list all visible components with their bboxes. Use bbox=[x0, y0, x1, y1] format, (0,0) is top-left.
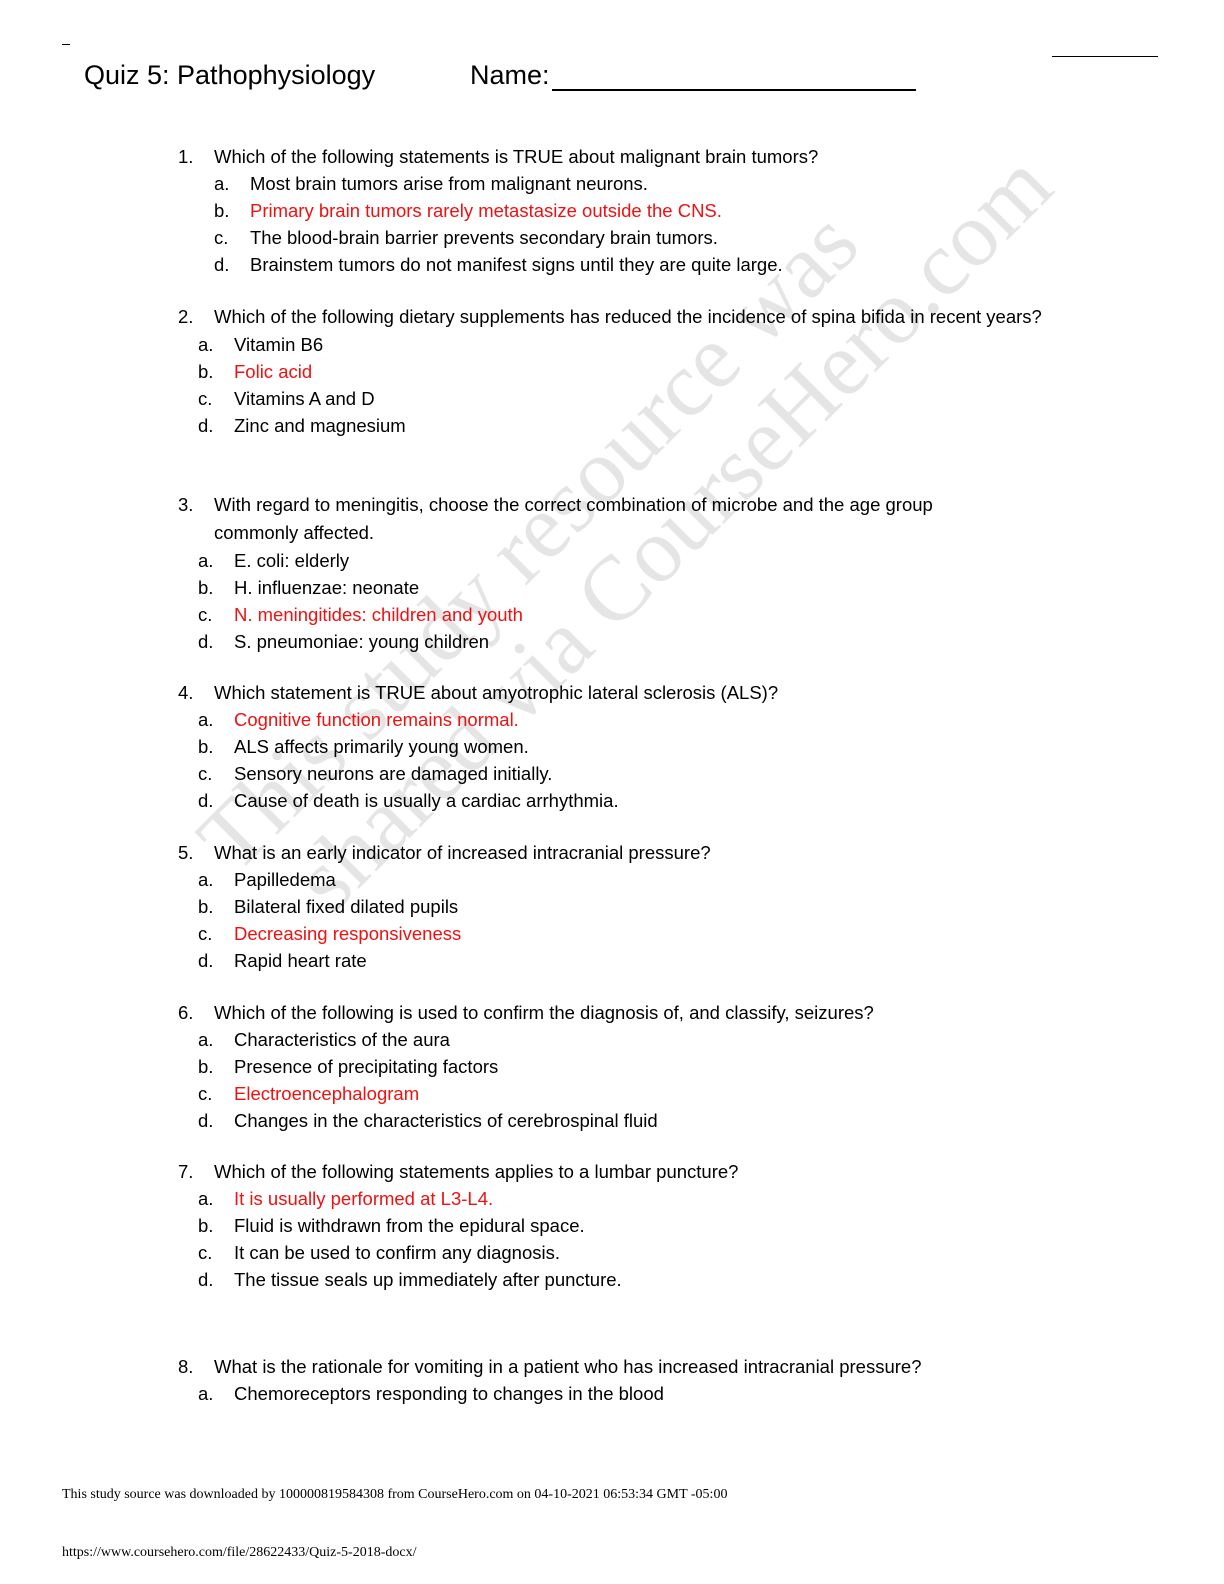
source-url[interactable]: https://www.coursehero.com/file/28622433… bbox=[62, 1545, 417, 1560]
correct-answer: Primary brain tumors rarely metastasize … bbox=[250, 200, 722, 221]
question-6: 6. Which of the following is used to conf… bbox=[178, 999, 874, 1134]
question-number: 7. bbox=[178, 1161, 194, 1182]
correct-answer: N. meningitides: children and youth bbox=[234, 604, 523, 625]
header-rule bbox=[1052, 56, 1158, 57]
correct-answer: It is usually performed at L3-L4. bbox=[234, 1188, 494, 1209]
option-4a-correct: a.Cognitive function remains normal. bbox=[178, 706, 778, 733]
question-1: 1. Which of the following statements is T… bbox=[178, 143, 818, 278]
option-2d: d.Zinc and magnesium bbox=[198, 415, 406, 436]
question-2: 2. Which of the following dietary supplem… bbox=[178, 303, 1064, 439]
option-6b: b.Presence of precipitating factors bbox=[198, 1056, 499, 1077]
option-4d: d.Cause of death is usually a cardiac ar… bbox=[198, 790, 619, 811]
option-3a: a.E. coli: elderly bbox=[198, 550, 350, 571]
option-7b: b.Fluid is withdrawn from the epidural s… bbox=[198, 1215, 585, 1236]
option-4c: c.Sensory neurons are damaged initially. bbox=[198, 763, 553, 784]
correct-answer: Electroencephalogram bbox=[234, 1083, 420, 1104]
correct-answer: Decreasing responsiveness bbox=[234, 923, 462, 944]
option-7c: c.It can be used to confirm any diagnosi… bbox=[198, 1242, 560, 1263]
question-number: 4. bbox=[178, 682, 194, 703]
option-6d: d.Changes in the characteristics of cere… bbox=[198, 1110, 658, 1131]
correct-answer: Cognitive function remains normal. bbox=[234, 709, 519, 730]
question-text: Which statement is TRUE about amyotrophi… bbox=[214, 682, 779, 703]
option-3c-correct: c.N. meningitides: children and youth bbox=[178, 601, 1014, 628]
option-2b-correct: b.Folic acid bbox=[178, 358, 1064, 385]
option-1b-correct: b.Primary brain tumors rarely metastasiz… bbox=[178, 197, 818, 224]
question-text: What is an early indicator of increased … bbox=[214, 842, 711, 863]
question-text: Which of the following is used to confir… bbox=[214, 1002, 874, 1023]
question-4: 4. Which statement is TRUE about amyotrop… bbox=[178, 679, 778, 814]
question-number: 6. bbox=[178, 1002, 194, 1023]
question-text: What is the rationale for vomiting in a … bbox=[214, 1356, 922, 1377]
header-dash bbox=[62, 44, 70, 45]
page-title: Quiz 5: Pathophysiology bbox=[84, 60, 376, 90]
option-6a: a.Characteristics of the aura bbox=[198, 1029, 450, 1050]
question-7: 7. Which of the following statements appl… bbox=[178, 1158, 738, 1293]
option-1c: c.The blood-brain barrier prevents secon… bbox=[214, 227, 718, 248]
option-7a-correct: a.It is usually performed at L3-L4. bbox=[178, 1185, 738, 1212]
option-1d: d.Brainstem tumors do not manifest signs… bbox=[214, 254, 783, 275]
option-6c-correct: c.Electroencephalogram bbox=[178, 1080, 874, 1107]
option-8a: a.Chemoreceptors responding to changes i… bbox=[198, 1383, 664, 1404]
option-2c: c.Vitamins A and D bbox=[198, 388, 375, 409]
correct-answer: Folic acid bbox=[234, 361, 313, 382]
question-text: Which of the following statements applie… bbox=[214, 1161, 739, 1182]
question-number: 1. bbox=[178, 146, 194, 167]
option-5a: a.Papilledema bbox=[198, 869, 336, 890]
option-3b: b.H. influenzae: neonate bbox=[198, 577, 420, 598]
question-number: 5. bbox=[178, 842, 194, 863]
name-field: Name: bbox=[470, 60, 916, 91]
question-5: 5. What is an early indicator of increase… bbox=[178, 839, 711, 974]
download-note: This study source was downloaded by 1000… bbox=[62, 1487, 728, 1502]
option-3d: d.S. pneumoniae: young children bbox=[198, 631, 490, 652]
option-2a: a.Vitamin B6 bbox=[198, 334, 324, 355]
question-number: 3. bbox=[178, 494, 194, 515]
option-1a: a.Most brain tumors arise from malignant… bbox=[214, 173, 648, 194]
option-7d: d.The tissue seals up immediately after … bbox=[198, 1269, 622, 1290]
name-label: Name: bbox=[470, 60, 550, 90]
question-text: Which of the following statements is TRU… bbox=[214, 146, 819, 167]
question-8: 8. What is the rationale for vomiting in … bbox=[178, 1353, 921, 1407]
option-5b: b.Bilateral fixed dilated pupils bbox=[198, 896, 459, 917]
option-5d: d.Rapid heart rate bbox=[198, 950, 367, 971]
option-5c-correct: c.Decreasing responsiveness bbox=[178, 920, 711, 947]
question-text: With regard to meningitis, choose the co… bbox=[214, 494, 933, 543]
name-blank-line bbox=[551, 61, 916, 91]
option-4b: b.ALS affects primarily young women. bbox=[198, 736, 529, 757]
question-text: Which of the following dietary supplemen… bbox=[214, 306, 1042, 327]
question-3: 3. With regard to meningitis, choose the … bbox=[178, 491, 1014, 655]
question-number: 2. bbox=[178, 306, 194, 327]
question-number: 8. bbox=[178, 1356, 194, 1377]
